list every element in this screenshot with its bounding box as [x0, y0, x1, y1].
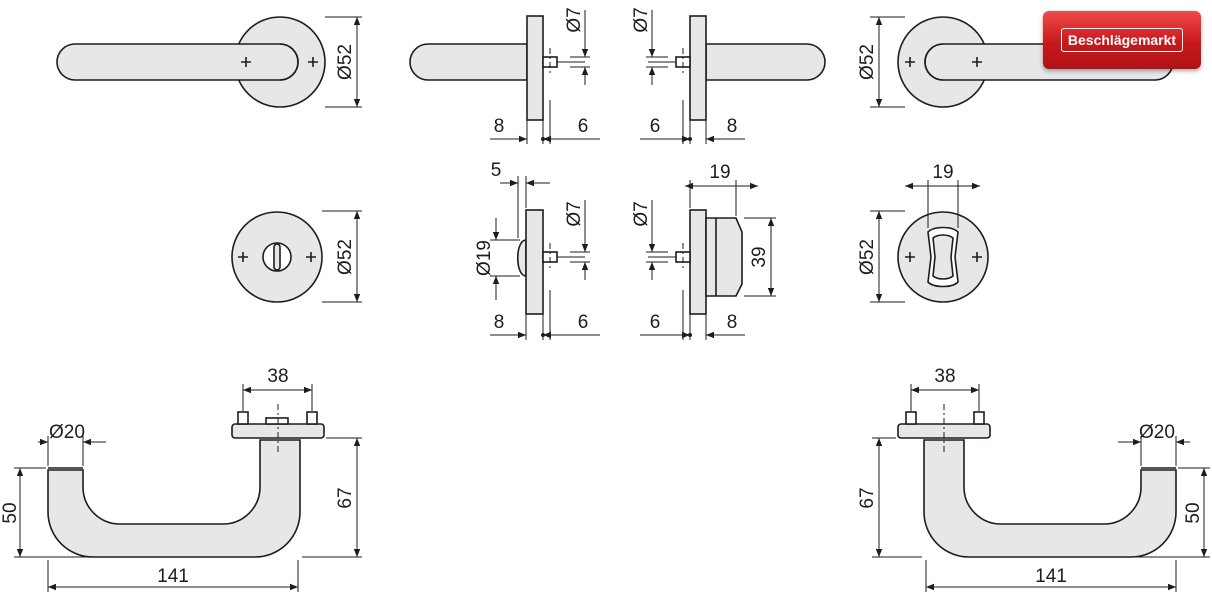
- dimension-diameter-7-spindle-1: Ø7: [564, 7, 590, 85]
- dimension-67-left: 67: [302, 437, 362, 558]
- dimension-label: 141: [1035, 566, 1067, 587]
- front-view-lever-left: Ø52: [56, 16, 362, 108]
- dimension-19-release: 19: [685, 162, 758, 216]
- front-view-privacy-rose: Ø52: [231, 210, 362, 303]
- label-diameter-52: Ø52: [335, 44, 356, 80]
- dimension-label: 8: [494, 116, 505, 137]
- dimension-label: Ø7: [631, 201, 652, 226]
- side-view-lever-right: Ø7 6 8: [631, 7, 826, 144]
- dimension-diameter-19: Ø19: [474, 218, 520, 300]
- dimension-label: Ø7: [631, 7, 652, 32]
- dimension-diameter-7-spindle-4: Ø7: [631, 200, 668, 280]
- top-view-u-lever-right: 38 Ø20 50 67 141: [857, 366, 1210, 592]
- dimension-50-left: 50: [0, 467, 92, 558]
- dimension-8-6-lever-left: 8 6: [490, 100, 600, 144]
- dimension-141-left: 141: [47, 560, 299, 592]
- dimension-38-right: 38: [910, 366, 980, 411]
- dimension-label: 6: [578, 312, 589, 333]
- brand-logo-text: Beschlägemarkt: [1060, 28, 1184, 52]
- dimension-label: 8: [727, 312, 738, 333]
- dimension-label: 38: [267, 366, 288, 387]
- front-view-emergency-release-rose: 19 Ø52: [857, 162, 989, 303]
- dimension-5: 5: [491, 160, 550, 238]
- dimension-label: Ø20: [1139, 422, 1175, 443]
- dimension-label: 67: [857, 487, 878, 508]
- side-view-privacy-turn: 5 Ø19 Ø7 8 6: [474, 160, 600, 340]
- side-view-lever-left: Ø7 8 6: [409, 7, 600, 144]
- dimension-38-left: 38: [242, 366, 313, 411]
- dimension-label: 39: [749, 246, 770, 267]
- dimension-8-6-privacy-turn: 8 6: [490, 290, 600, 340]
- dimension-label: 50: [1183, 502, 1204, 523]
- dimension-label: 19: [932, 162, 953, 183]
- dimension-141-right: 141: [925, 560, 1177, 592]
- dimension-6-8-release: 6 8: [640, 290, 745, 340]
- dimension-19-release-rose: 19: [905, 162, 980, 228]
- dimension-label: Ø52: [857, 239, 878, 275]
- dimension-label: 6: [650, 116, 661, 137]
- dimension-diameter-52-lever-left: Ø52: [325, 16, 362, 108]
- top-view-u-lever-left: 38 Ø20 50 67 141: [0, 366, 362, 592]
- dimension-label: 8: [494, 312, 505, 333]
- dimension-label: 6: [578, 116, 589, 137]
- dimension-label: Ø19: [474, 240, 495, 276]
- dimension-label: 38: [934, 366, 955, 387]
- dimension-67-right: 67: [857, 437, 922, 558]
- brand-logo-badge: Beschlägemarkt: [1043, 11, 1201, 69]
- dimension-label: Ø7: [564, 201, 585, 226]
- dimension-diameter-20-left: Ø20: [38, 422, 106, 466]
- dimension-39: 39: [744, 217, 776, 297]
- dimension-diameter-7-spindle-2: Ø7: [631, 7, 668, 85]
- dimension-6-8-lever-right: 6 8: [640, 100, 745, 144]
- dimension-label: 5: [491, 160, 502, 181]
- dimension-diameter-52-release-rose: Ø52: [857, 210, 905, 303]
- dimension-diameter-20-right: Ø20: [1118, 422, 1190, 466]
- dimension-label: Ø20: [49, 422, 85, 443]
- dimension-50-right: 50: [1132, 467, 1210, 558]
- dimension-label: 6: [650, 312, 661, 333]
- dimension-diameter-52-lever-right: Ø52: [857, 16, 905, 108]
- side-view-emergency-release: Ø7 19 39 6 8: [631, 162, 776, 340]
- dimension-label: Ø7: [564, 7, 585, 32]
- dimension-label: Ø52: [857, 44, 878, 80]
- dimension-diameter-52-privacy-rose: Ø52: [322, 210, 362, 303]
- dimension-label: 141: [157, 566, 189, 587]
- dimension-label: 19: [709, 162, 730, 183]
- dimension-label: 67: [335, 487, 356, 508]
- dimension-diameter-7-spindle-3: Ø7: [564, 200, 590, 280]
- dimension-label: Ø52: [335, 239, 356, 275]
- dimension-label: 50: [0, 502, 21, 523]
- dimension-label: 8: [727, 116, 738, 137]
